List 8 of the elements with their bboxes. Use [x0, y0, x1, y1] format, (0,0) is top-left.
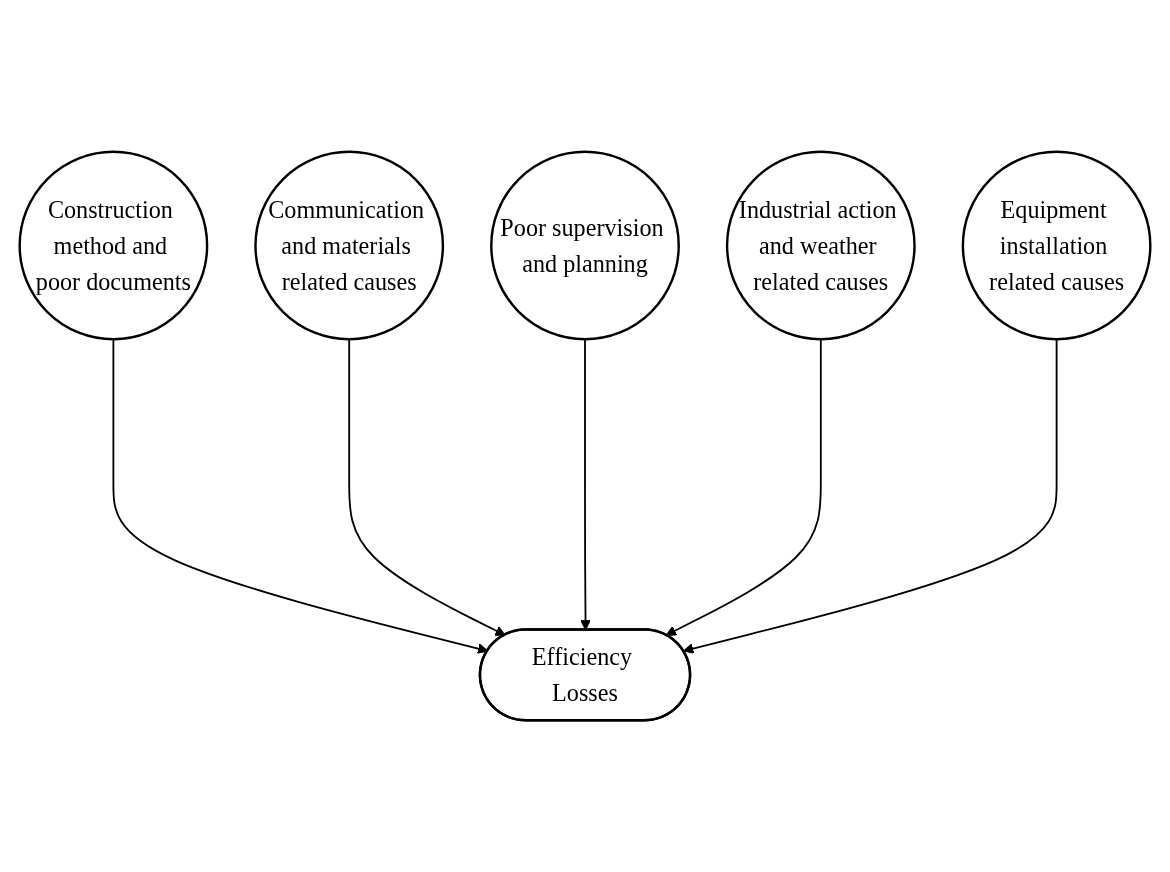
node-circle: Industrial action and weather related causes [725, 150, 916, 341]
arrow [683, 338, 1058, 654]
arrow [348, 338, 506, 636]
node-circle: Poor supervision and planning [490, 150, 680, 341]
arrow [665, 338, 822, 636]
node-circle: Equipment installation related causes [961, 150, 1152, 341]
node-circle: Construction method and poor documents [18, 150, 209, 341]
node-circle: Communication and materials related causes [254, 150, 445, 341]
